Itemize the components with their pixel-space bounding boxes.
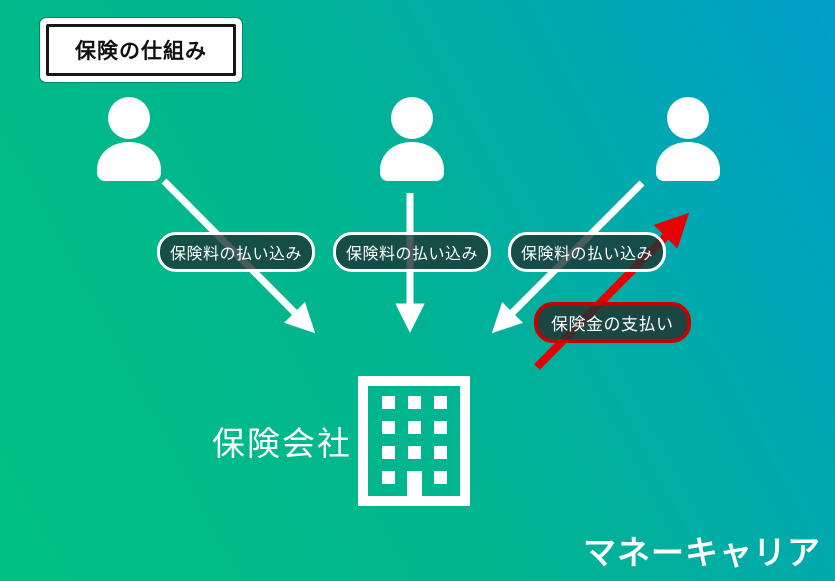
premium-label-pill: 保険料の払い込み: [508, 232, 667, 272]
premium-label: 保険料の払い込み: [170, 246, 303, 263]
premium-label: 保険料の払い込み: [521, 246, 654, 263]
company-name: 保険会社: [212, 425, 352, 462]
premium-label: 保険料の払い込み: [346, 246, 479, 263]
premium-label-pill: 保険料の払い込み: [333, 232, 492, 272]
page-title: 保険の仕組み: [75, 40, 207, 63]
title-box: 保険の仕組み: [46, 24, 236, 76]
premium-label-pill: 保険料の払い込み: [157, 232, 316, 272]
person-icon: [380, 97, 444, 181]
payout-label-pill: 保険金の支払い: [534, 302, 691, 343]
building-icon: [358, 376, 470, 506]
brand-logo: マネーキャリア: [583, 534, 821, 571]
person-icon: [97, 97, 161, 181]
person-icon: [656, 97, 720, 181]
payout-label: 保険金の支払い: [551, 315, 674, 334]
